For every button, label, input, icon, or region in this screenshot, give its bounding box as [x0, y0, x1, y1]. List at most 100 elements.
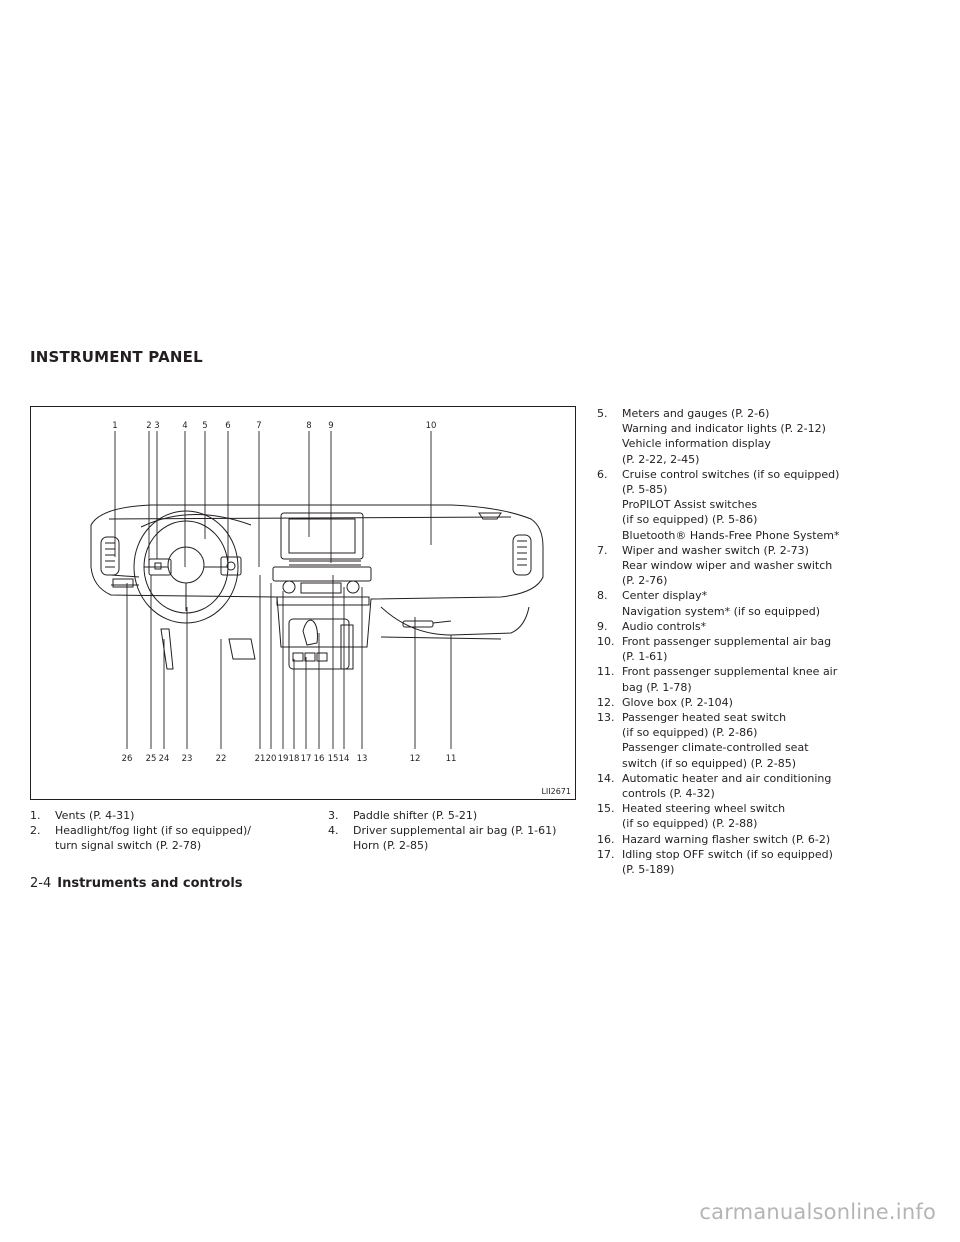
- legend-item-text: Idling stop OFF switch (if so equipped): [622, 847, 833, 861]
- legend-item: 3. Paddle shifter (P. 5-21): [328, 808, 578, 823]
- legend-item-text: (P. 5-85): [622, 483, 668, 497]
- legend-column-a: 1. Vents (P. 4-31) 2. Headlight/fog light (…: [30, 808, 320, 854]
- legend-item-text: Passenger heated seat switch: [622, 711, 787, 725]
- legend-item: 15. Heated steering wheel switch(if so eq…: [597, 801, 902, 831]
- legend-item: 12. Glove box (P. 2-104): [597, 695, 902, 710]
- legend-item-text: Driver supplemental air bag (P. 1-61): [353, 824, 557, 838]
- legend-item-text: Hazard warning flasher switch (P. 6-2): [622, 832, 831, 846]
- legend-item-number: 11.: [597, 665, 615, 679]
- legend-item-text: Passenger climate-controlled seat: [622, 741, 809, 755]
- legend-item-text: Cruise control switches (if so equipped): [622, 467, 840, 481]
- legend-item-text: switch (if so equipped) (P. 2-85): [622, 756, 797, 770]
- legend-item: 14. Automatic heater and air conditioning…: [597, 771, 902, 801]
- legend-item-text: turn signal switch (P. 2-78): [55, 839, 202, 853]
- legend-item-text: (if so equipped) (P. 2-88): [622, 817, 758, 831]
- legend-item: 7.Wiper and washer switch (P. 2-73)Rear …: [597, 543, 902, 589]
- legend-item-text: (if so equipped) (P. 2-86): [622, 726, 758, 740]
- legend-item-number: 13.: [597, 711, 615, 725]
- callout-21: 21: [255, 754, 266, 764]
- callout-10: 10: [426, 421, 437, 431]
- legend-item: 11. Front passenger supplemental knee air…: [597, 664, 902, 694]
- figure-id: LII2671: [541, 787, 571, 796]
- callout-2: 2: [146, 421, 151, 431]
- callout-20: 20: [266, 754, 277, 764]
- callout-22: 22: [216, 754, 227, 764]
- legend-item: 1. Vents (P. 4-31): [30, 808, 320, 823]
- legend-item-text: (P. 2-22, 2-45): [622, 452, 700, 466]
- legend-item-text: Paddle shifter (P. 5-21): [353, 809, 478, 822]
- page-footer: 2-4 Instruments and controls: [30, 876, 243, 891]
- legend-item-text: Horn (P. 2-85): [353, 839, 429, 853]
- legend-item-text: ProPILOT Assist switches: [622, 498, 758, 512]
- legend-item-number: 3.: [328, 809, 339, 822]
- callout-9: 9: [328, 421, 333, 431]
- callout-3: 3: [154, 421, 159, 431]
- legend-item-number: 14.: [597, 771, 615, 785]
- callout-13: 13: [357, 754, 368, 764]
- legend-item-number: 16.: [597, 832, 615, 846]
- legend-item-number: 6.: [597, 467, 608, 481]
- legend-item-text: (P. 5-189): [622, 863, 675, 877]
- page-number: 2-4: [30, 876, 52, 891]
- section-title: INSTRUMENT PANEL: [30, 348, 203, 366]
- legend-item-number: 15.: [597, 802, 615, 816]
- callout-11: 11: [446, 754, 457, 764]
- legend-item: 17. Idling stop OFF switch (if so equippe…: [597, 847, 902, 877]
- legend-item: 6. Cruise control switches (if so equippe…: [597, 467, 902, 543]
- callout-1: 1: [112, 421, 117, 431]
- legend-item: 5. Meters and gauges (P. 2-6) Warning and …: [597, 406, 902, 467]
- legend-item-number: 1.: [30, 809, 41, 822]
- legend-item-text: Meters and gauges (P. 2-6): [622, 407, 770, 420]
- callout-12: 12: [410, 754, 421, 764]
- legend-item-text: (P. 1-61): [622, 650, 668, 664]
- legend-item-number: 7.: [597, 543, 608, 557]
- legend-item-number: 10.: [597, 635, 615, 649]
- chapter-title: Instruments and controls: [57, 876, 243, 891]
- legend-item-text: controls (P. 4-32): [622, 787, 715, 801]
- callout-8: 8: [306, 421, 311, 431]
- callout-24: 24: [159, 754, 170, 764]
- legend-item-number: 9.: [597, 619, 608, 633]
- watermark: carmanualsonline.info: [699, 1200, 936, 1224]
- legend-item-text: Heated steering wheel switch: [622, 802, 786, 816]
- legend-item: 4. Driver supplemental air bag (P. 1-61)H…: [328, 823, 578, 853]
- callout-6: 6: [225, 421, 230, 431]
- legend-item-text: Center display*: [622, 589, 708, 603]
- legend-item-number: 4.: [328, 824, 339, 838]
- legend-column-b: 3. Paddle shifter (P. 5-21) 4. Driver suppl…: [328, 808, 578, 854]
- legend-item-text: Front passenger supplemental air bag: [622, 635, 832, 649]
- legend-item: 8. Center display*Navigation system* (if …: [597, 588, 902, 618]
- legend-item-text: bag (P. 1-78): [622, 680, 692, 694]
- callout-25: 25: [146, 754, 157, 764]
- legend-item: 16. Hazard warning flasher switch (P. 6-2…: [597, 832, 902, 847]
- legend-item: 2. Headlight/fog light (if so equipped)/t…: [30, 823, 320, 853]
- legend-item-text: Navigation system* (if so equipped): [622, 604, 821, 618]
- legend-item-number: 2.: [30, 824, 41, 838]
- legend-item-text: Vents (P. 4-31): [55, 809, 135, 822]
- legend-item-number: 8.: [597, 589, 608, 603]
- legend-item-text: Rear window wiper and washer switch: [622, 559, 833, 573]
- legend-item-number: 5.: [597, 407, 608, 420]
- callout-14: 14: [339, 754, 350, 764]
- callout-4: 4: [182, 421, 187, 431]
- callout-26: 26: [122, 754, 133, 764]
- callout-18: 18: [289, 754, 300, 764]
- legend-item-text: Warning and indicator lights (P. 2-12): [622, 422, 826, 436]
- legend-item-number: 17.: [597, 847, 615, 861]
- legend-item-text: Bluetooth® Hands-Free Phone System*: [622, 528, 840, 542]
- legend-item-text: Vehicle information display: [622, 437, 771, 451]
- legend-item: 10. Front passenger supplemental air bag(…: [597, 634, 902, 664]
- legend-item-text: Automatic heater and air conditioning: [622, 771, 832, 785]
- legend-item-text: Glove box (P. 2-104): [622, 695, 733, 709]
- callout-16: 16: [314, 754, 325, 764]
- callout-17: 17: [301, 754, 312, 764]
- legend-item-text: Front passenger supplemental knee air: [622, 665, 838, 679]
- callout-7: 7: [256, 421, 261, 431]
- legend-item-text: Headlight/fog light (if so equipped)/: [55, 824, 251, 838]
- legend-item-text: (if so equipped) (P. 5-86): [622, 513, 758, 527]
- callout-19: 19: [278, 754, 289, 764]
- legend-item-number: 12.: [597, 695, 615, 709]
